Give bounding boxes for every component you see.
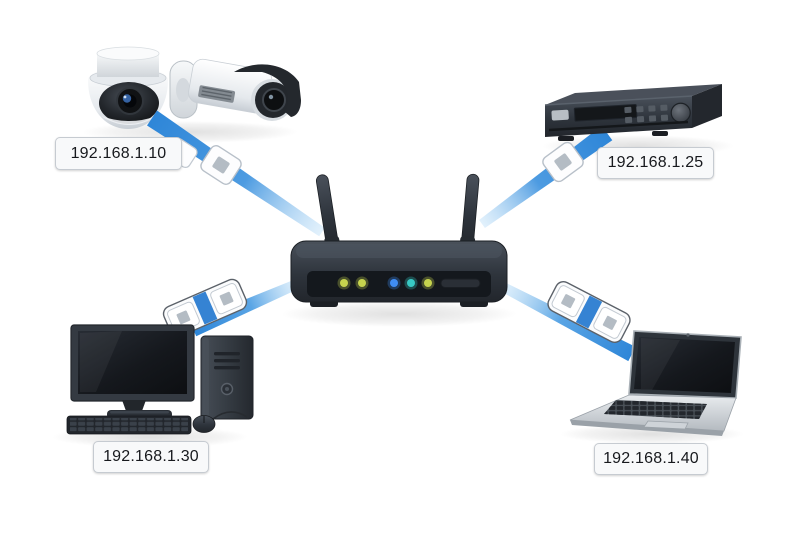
- security-cameras-icon: [88, 46, 301, 129]
- ip-label-cameras: 192.168.1.10: [55, 137, 182, 170]
- ip-label-laptop: 192.168.1.40: [594, 443, 708, 475]
- pc-monitor: [70, 324, 195, 419]
- dome-camera-icon: [88, 46, 168, 129]
- pc-tower: [200, 335, 254, 420]
- laptop-icon: [569, 330, 742, 436]
- pc-mouse: [192, 411, 248, 433]
- pc-keyboard: [66, 415, 192, 435]
- ethernet-cables: [147, 110, 636, 362]
- router-status-leds: [337, 276, 435, 290]
- ip-label-desktop: 192.168.1.30: [93, 441, 209, 473]
- laptop-keyboard: [604, 400, 707, 419]
- wireless-router-icon: [290, 173, 508, 307]
- bullet-camera-hood: [234, 64, 301, 117]
- cable-dvr-to-router: [479, 125, 613, 228]
- led-lan: [407, 279, 415, 287]
- ip-text: 192.168.1.25: [607, 154, 704, 171]
- ip-text: 192.168.1.10: [70, 144, 167, 162]
- ip-label-dvr: 192.168.1.25: [597, 147, 714, 179]
- bullet-camera-icon: [169, 58, 301, 121]
- router-antenna-left: [315, 174, 341, 251]
- desktop-computer-icon: [66, 324, 254, 435]
- led-power: [340, 279, 348, 287]
- led-wifi: [390, 279, 398, 287]
- dvr-disc-slot: [548, 120, 689, 132]
- laptop-webcam: [686, 333, 690, 337]
- dvr-front-panel: [551, 102, 691, 124]
- led-internet: [358, 279, 366, 287]
- laptop-touchpad: [643, 420, 689, 430]
- router-front-panel: [307, 271, 491, 297]
- led-wan: [424, 279, 432, 287]
- router-port-slot: [440, 278, 481, 288]
- router-antenna-right: [459, 173, 480, 251]
- router-shadow: [281, 301, 517, 327]
- dvr-recorder-icon: [544, 84, 722, 141]
- ip-text: 192.168.1.30: [103, 448, 199, 465]
- ip-text: 192.168.1.40: [603, 450, 699, 467]
- dvr-knob: [670, 102, 691, 123]
- cable-laptop-to-router: [500, 282, 636, 362]
